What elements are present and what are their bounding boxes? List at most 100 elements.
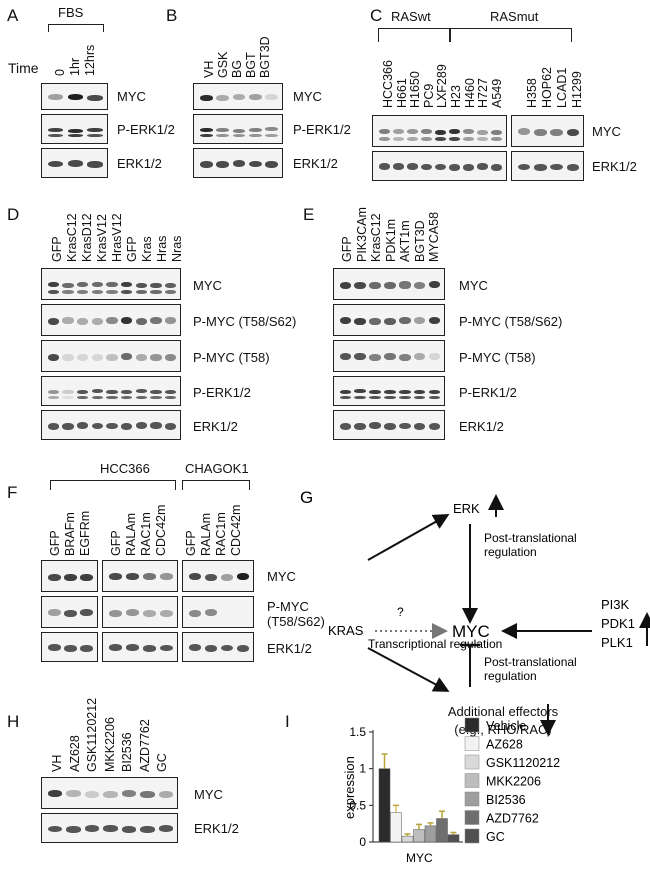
blot-band [216, 161, 229, 168]
chart-y-tick-label: 0.5 [349, 798, 366, 812]
blot-band [369, 396, 381, 400]
blot-band [87, 95, 103, 102]
blot-e-pmyc2 [333, 340, 445, 372]
legend-swatch-mkk2206 [464, 773, 480, 788]
hcc366-label: HCC366 [100, 461, 150, 476]
blot-band [566, 164, 580, 171]
blot-band [378, 163, 390, 170]
blot-band [406, 129, 418, 135]
blot-label-d-erk: ERK1/2 [193, 419, 238, 434]
blot-band [249, 160, 262, 168]
f-lane-label: CDC42m [154, 504, 168, 556]
d-lane-label: GFP [125, 236, 139, 262]
blot-band [164, 317, 177, 325]
blot-band [384, 396, 396, 400]
blot-band [62, 289, 74, 294]
blot-band [428, 317, 441, 325]
blot-band [121, 826, 137, 833]
panel-letter-a: A [7, 6, 19, 25]
blot-band [477, 136, 489, 141]
blot-band [413, 390, 426, 395]
blot-band [142, 609, 157, 617]
blot-band [48, 134, 64, 138]
blot-band [164, 423, 177, 430]
c-lane-label: H1299 [570, 71, 584, 108]
blot-c-myc-1 [372, 115, 507, 147]
blot-band [550, 128, 563, 137]
blot-label-c-erk: ERK1/2 [592, 159, 637, 174]
blot-band [477, 130, 489, 136]
blot-band [67, 160, 84, 167]
legend-swatch-az628 [464, 736, 480, 751]
blot-band [120, 422, 133, 430]
blot-band [150, 353, 162, 361]
blot-band [413, 423, 426, 430]
blot-band [135, 422, 148, 429]
blot-band [135, 282, 148, 288]
blot-band [48, 94, 64, 101]
e-lane-label: PDK1m [383, 218, 398, 262]
blot-band [420, 129, 432, 135]
blot-band [106, 396, 118, 400]
blot-band [399, 281, 411, 289]
blot-f-erk-2 [102, 632, 178, 662]
blot-band [265, 161, 279, 168]
blot-band [140, 790, 155, 798]
blot-f-pmyc-2 [102, 596, 178, 628]
blot-e-pmyc1 [333, 304, 445, 336]
blot-band [534, 129, 547, 137]
blot-band [87, 128, 103, 133]
additional-effectors-label: Additional effectors [447, 704, 559, 719]
blot-band [413, 316, 426, 324]
blot-band [76, 317, 89, 325]
blot-label-d-pmyc-t58: P-MYC (T58) [193, 350, 270, 365]
h-lane-label: AZD7762 [137, 719, 152, 772]
blot-band [434, 163, 446, 171]
blot-band [434, 136, 446, 141]
blot-band [150, 422, 162, 429]
blot-band [106, 281, 118, 287]
erk-node: ERK [453, 501, 480, 516]
blot-e-perk [333, 376, 445, 406]
blot-b-perk [193, 114, 283, 144]
post-translational-2: Post-translational [484, 655, 577, 669]
f-lane-label: EGFRm [78, 510, 92, 556]
blot-band [188, 609, 202, 617]
blot-band [216, 95, 229, 102]
blot-band [428, 422, 441, 430]
f-lane-label: RAC1m [139, 512, 153, 556]
d-lane-label: Nras [170, 235, 184, 262]
blot-label-f-erk: ERK1/2 [267, 641, 312, 656]
blot-band [232, 134, 246, 138]
blot-band [91, 389, 104, 394]
blot-band [106, 422, 118, 430]
blot-band [164, 389, 177, 394]
b-lane-label: BGT [244, 52, 258, 78]
effectors-down-arrow [540, 704, 556, 736]
d-lane-label: Kras [140, 236, 154, 262]
d-lane-label: KrasD12 [80, 213, 94, 262]
blot-band [339, 390, 352, 395]
c-lane-label: PC9 [421, 83, 436, 108]
d-lane-label: GFP [50, 236, 64, 262]
kras-node: KRAS [328, 623, 364, 638]
f-lane-label: BRAFm [63, 512, 77, 556]
blot-band [232, 128, 246, 133]
blot-band [158, 791, 173, 799]
regulation-2: regulation [484, 669, 537, 683]
blot-band [120, 289, 133, 294]
blot-f-myc-2 [102, 560, 178, 592]
blot-band [125, 644, 140, 651]
kras-effectors-arrow [367, 647, 450, 692]
c-lane-label: H23 [449, 85, 463, 108]
blot-band [67, 94, 84, 101]
blot-label-b-myc: MYC [293, 89, 322, 104]
c-lane-label: H1650 [408, 71, 423, 108]
blot-band [80, 609, 94, 617]
blot-label-f-pmyc: P-MYC [267, 599, 309, 614]
blot-band [392, 136, 404, 141]
blot-band [158, 825, 173, 832]
legend-swatch-azd7762 [464, 810, 480, 825]
blot-label-c-myc: MYC [592, 124, 621, 139]
e-lane-label: AKT1m [398, 220, 412, 262]
